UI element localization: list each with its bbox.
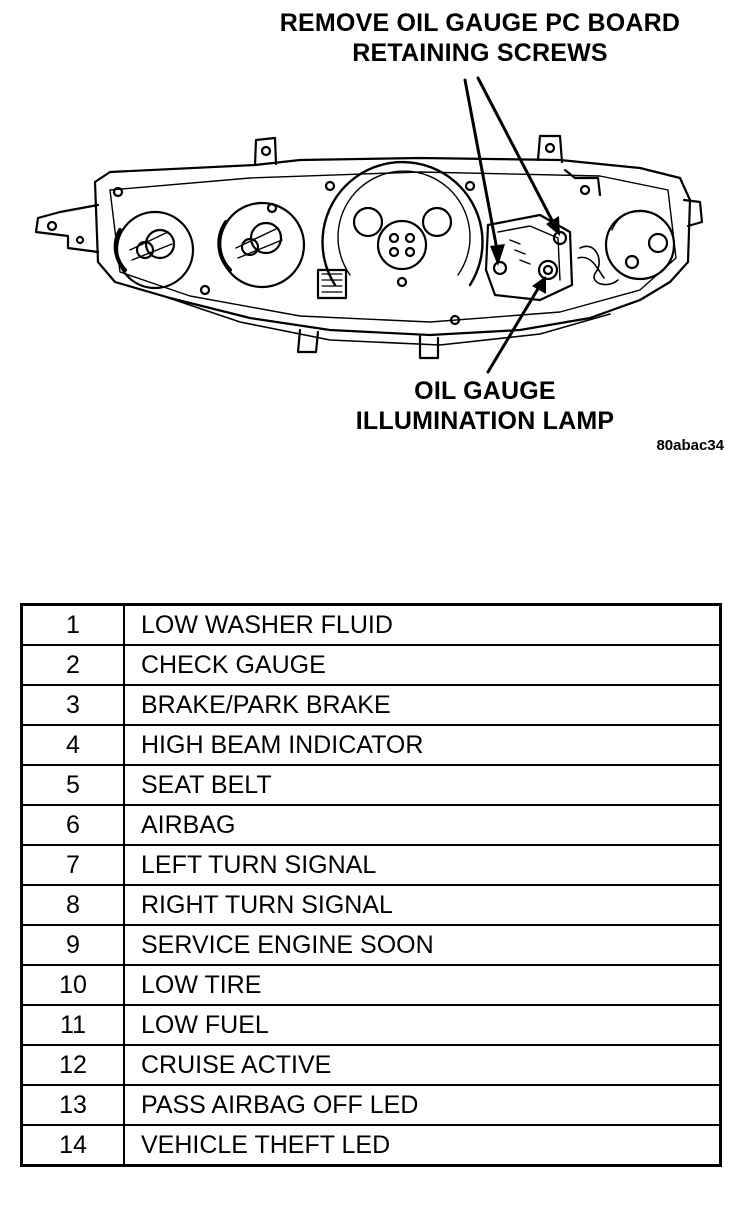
leader-screw-left xyxy=(463,78,500,257)
legend-label: VEHICLE THEFT LED xyxy=(123,1124,722,1167)
legend-number: 4 xyxy=(20,724,125,766)
legend-number: 6 xyxy=(20,804,125,846)
legend-number: 8 xyxy=(20,884,125,926)
legend-number: 1 xyxy=(20,603,125,646)
legend-label: SEAT BELT xyxy=(123,764,722,806)
legend-label: PASS AIRBAG OFF LED xyxy=(123,1084,722,1126)
leader-lamp xyxy=(486,280,544,374)
legend-number: 9 xyxy=(20,924,125,966)
callout-lamp-line2: ILLUMINATION LAMP xyxy=(355,407,615,435)
right-mounting-tab xyxy=(682,198,704,228)
legend-label: BRAKE/PARK BRAKE xyxy=(123,684,722,726)
oil-gauge-pc-board xyxy=(484,213,574,302)
left-mounting-tab xyxy=(34,203,100,254)
callout-illumination-lamp: OIL GAUGE ILLUMINATION LAMP xyxy=(320,376,650,436)
legend-label: SERVICE ENGINE SOON xyxy=(123,924,722,966)
legend-number: 3 xyxy=(20,684,125,726)
legend-label: HIGH BEAM INDICATOR xyxy=(123,724,722,766)
gauge-second xyxy=(218,201,306,289)
pc-board-screw-left xyxy=(492,260,508,276)
callout-screws-line1: REMOVE OIL GAUGE PC BOARD xyxy=(279,9,681,37)
legend-label: AIRBAG xyxy=(123,804,722,846)
pc-board-screw-right xyxy=(552,230,568,246)
legend-number: 13 xyxy=(20,1084,125,1126)
legend-label: RIGHT TURN SIGNAL xyxy=(123,884,722,926)
arrowhead-screw-right xyxy=(546,216,560,236)
legend-number: 7 xyxy=(20,844,125,886)
leader-screw-right xyxy=(476,76,558,230)
legend-number: 11 xyxy=(20,1004,125,1046)
legend-number: 2 xyxy=(20,644,125,686)
callout-remove-screws: REMOVE OIL GAUGE PC BOARD RETAINING SCRE… xyxy=(240,8,720,68)
callout-screws-line2: RETAINING SCREWS xyxy=(352,39,608,67)
legend-label: LOW FUEL xyxy=(123,1004,722,1046)
legend-label: CRUISE ACTIVE xyxy=(123,1044,722,1086)
instrument-cluster-illustration xyxy=(34,76,704,374)
legend-number: 10 xyxy=(20,964,125,1006)
legend-number: 5 xyxy=(20,764,125,806)
speedometer-arc xyxy=(321,160,484,287)
legend-label: LEFT TURN SIGNAL xyxy=(123,844,722,886)
arrowhead-lamp xyxy=(532,276,546,294)
legend-label: CHECK GAUGE xyxy=(123,644,722,686)
legend-number: 12 xyxy=(20,1044,125,1086)
gauge-left xyxy=(115,210,195,290)
legend-label: LOW TIRE xyxy=(123,964,722,1006)
legend-label: LOW WASHER FLUID xyxy=(123,603,722,646)
cluster-housing xyxy=(93,156,692,337)
illumination-lamp xyxy=(537,259,559,281)
legend-number: 14 xyxy=(20,1124,125,1167)
figure-reference-code: 80abac34 xyxy=(656,437,724,454)
speedometer-hub xyxy=(376,219,428,271)
arrowhead-screw-left xyxy=(490,244,505,266)
callout-lamp-line1: OIL GAUGE xyxy=(414,377,556,405)
